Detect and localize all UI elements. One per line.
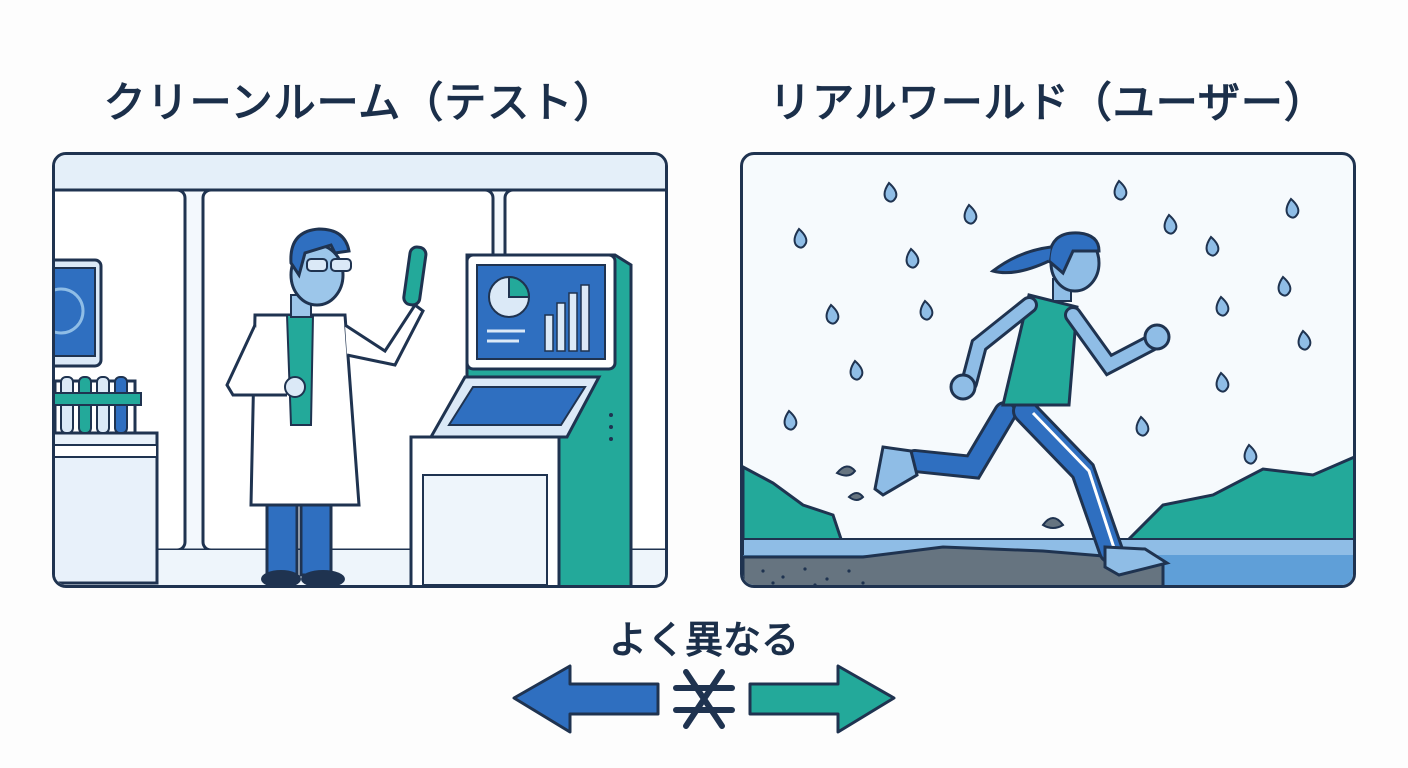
not-equal-icon — [673, 669, 735, 729]
right-arrow-icon — [748, 664, 896, 734]
left-panel-title: クリーンルーム（テスト） — [103, 78, 617, 127]
monitor-icon — [55, 258, 103, 368]
left-arrow-icon — [512, 664, 660, 734]
rain-drops-icon — [783, 179, 1312, 465]
analyzer-machine — [409, 253, 633, 585]
comparison-label: よく異なる — [608, 618, 799, 662]
runner-figure — [873, 231, 1171, 577]
comparison-arrows — [512, 664, 896, 734]
real-world-panel — [740, 152, 1356, 588]
test-tube-rack-icon — [55, 376, 159, 585]
real-world-illustration — [743, 179, 1353, 585]
clean-room-panel — [52, 152, 668, 588]
scientist-figure — [225, 227, 428, 585]
clean-room-illustration — [55, 155, 665, 585]
right-panel-title: リアルワールド（ユーザー） — [769, 78, 1327, 127]
